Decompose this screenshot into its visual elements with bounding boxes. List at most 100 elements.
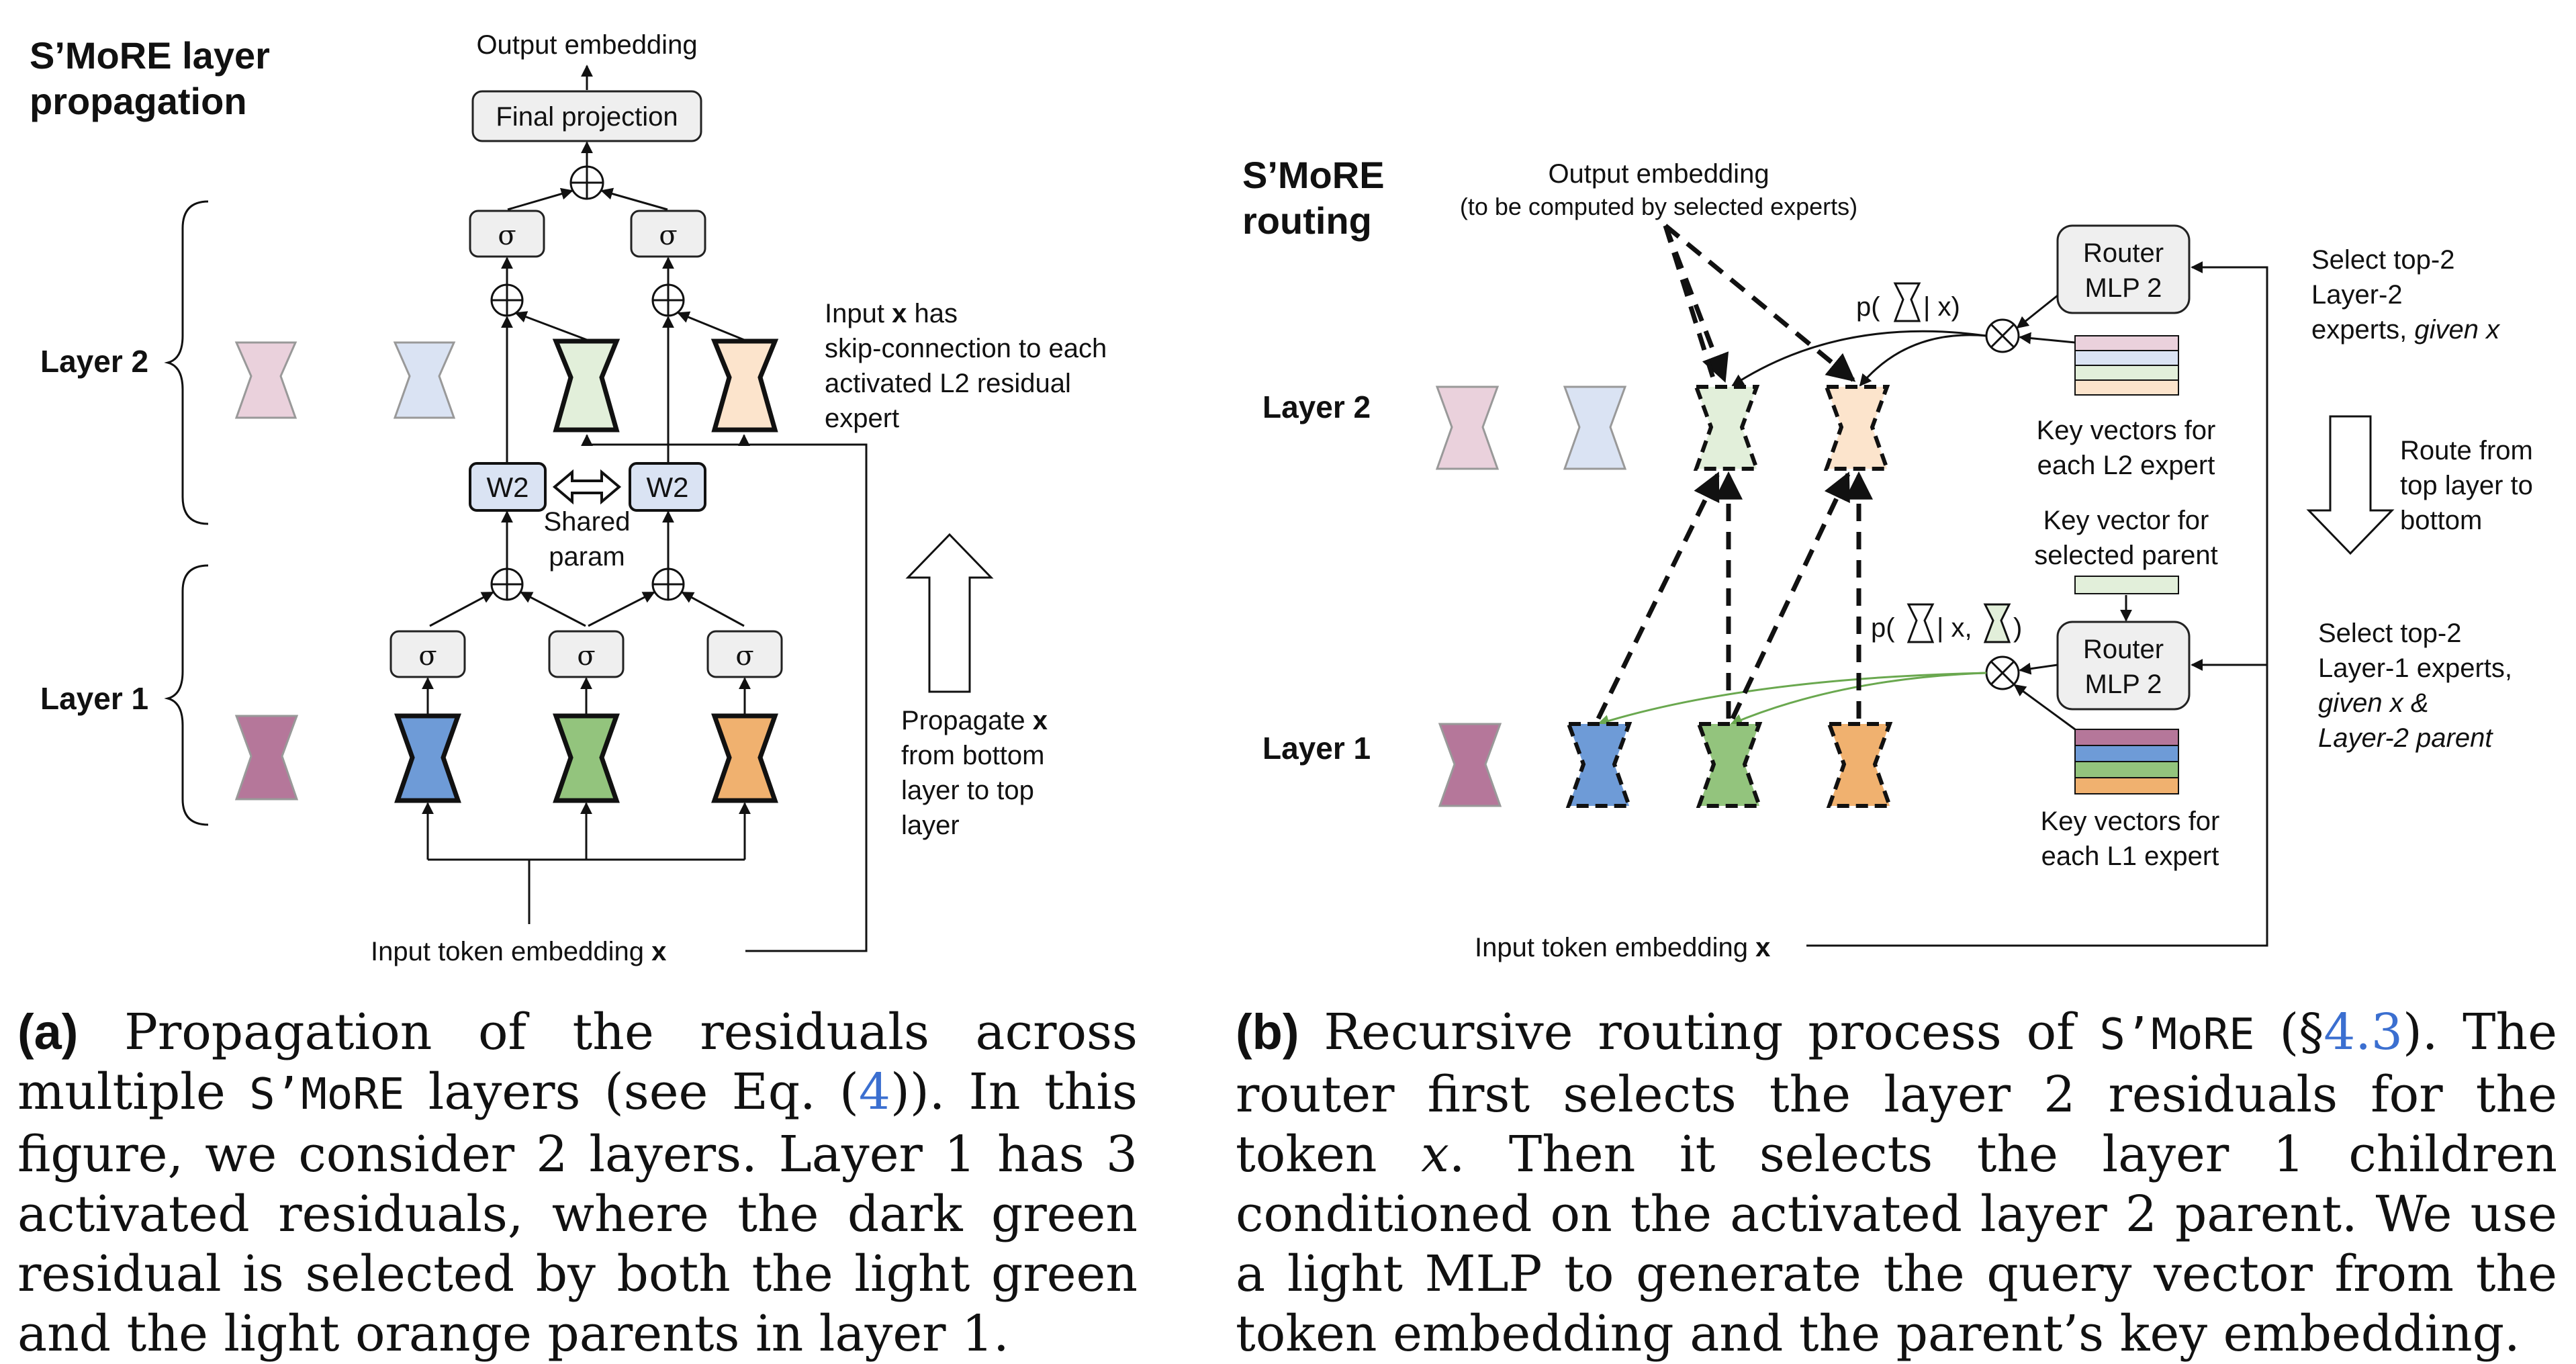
caption-b-text1: Recursive routing process of	[1324, 1003, 2075, 1061]
panel-a-title-line2: propagation	[30, 80, 247, 122]
output-embedding-label: Output embedding	[476, 30, 697, 60]
caption-a-text1: Propagation of the residuals across mult…	[17, 1003, 1138, 1121]
caption-a: (a) Propagation of the residuals across …	[17, 1002, 1138, 1364]
skip-connection-line	[581, 434, 868, 952]
layer1-brace	[164, 564, 209, 826]
panel-a-title-line1: S’MoRE layer	[30, 34, 270, 77]
layer2-brace	[164, 200, 209, 525]
router-bottom-line2: MLP 2	[2085, 670, 2162, 699]
l1-expert-orange-icon	[711, 713, 778, 803]
select-top2-line3: experts, given x	[2311, 315, 2501, 345]
select-top2-line2: Layer-2	[2311, 280, 2403, 310]
b-l1-expert-blue-icon	[1565, 722, 1632, 808]
b-l1-expert-orange-icon	[1826, 722, 1893, 808]
caption-b-section-link[interactable]: 4.3	[2324, 1003, 2403, 1061]
oplus-top	[569, 165, 604, 200]
l2-expert-orange-icon	[710, 338, 779, 433]
router-bottom-line1: Router	[2083, 635, 2164, 664]
oplus-l1-left	[490, 567, 524, 601]
key-parent-vector-icon	[2074, 576, 2179, 594]
sigma-l1-blue: σ	[418, 641, 436, 672]
panel-a: S’MoRE layer propagation Output embeddin…	[30, 30, 1107, 966]
key-l2-line2: each L2 expert	[2037, 451, 2215, 480]
output-embedding-b-sub: (to be computed by selected experts)	[1460, 193, 1857, 220]
p-top-close: | x)	[1923, 292, 1960, 322]
router-top-line2: MLP 2	[2085, 273, 2162, 303]
p-bottom-mid: | x,	[1937, 613, 1972, 643]
oplus-l1-right	[651, 567, 685, 601]
output-embedding-b: Output embedding	[1548, 159, 1769, 189]
select-l1-line1: Select top-2	[2318, 619, 2461, 648]
skip-note-line1: Input x has	[825, 299, 958, 328]
caption-a-text2: layers (see Eq. (	[428, 1063, 859, 1121]
p-bottom-expert-icon	[1906, 603, 1935, 643]
router-top-line1: Router	[2083, 238, 2164, 268]
b-l2-expert-blue-icon	[1563, 385, 1627, 470]
l1-expert-blue-icon	[394, 713, 461, 803]
caption-b-text2: (§	[2279, 1003, 2324, 1061]
propagate-line2: from bottom	[901, 741, 1044, 770]
caption-a-eq-link[interactable]: 4	[858, 1063, 890, 1121]
key-vectors-l1-icon	[2074, 729, 2179, 794]
route-down-arrow-icon	[2306, 415, 2395, 555]
panel-b-title-line2: routing	[1242, 199, 1372, 242]
layer1-label-a: Layer 1	[40, 681, 148, 716]
caption-b-tag: (b)	[1236, 1004, 1299, 1060]
l2-expert-blue-icon	[393, 341, 456, 419]
p-bottom-parent-icon	[1983, 603, 2011, 643]
select-l1-line3: given x &	[2318, 688, 2429, 718]
caption-b-mono: S’MoRE	[2099, 1010, 2255, 1060]
key-vectors-l2-icon	[2074, 335, 2179, 396]
p-top-open: p(	[1856, 292, 1880, 322]
propagate-line4: layer	[901, 811, 960, 840]
final-projection-label: Final projection	[496, 102, 678, 132]
router-mlp-top-box	[2056, 224, 2191, 314]
panel-b: S’MoRE routing Output embedding (to be c…	[1242, 154, 2533, 962]
input-token-embedding-a: Input token embedding x	[371, 937, 666, 966]
final-projection-box	[471, 90, 702, 142]
sigma-box-l2-right	[630, 210, 706, 258]
shared-param-line1: Shared	[544, 507, 631, 537]
otimes-top-icon	[1985, 318, 2020, 353]
p-top-expert-icon	[1893, 282, 1921, 322]
sigma-l2-left: σ	[498, 220, 516, 251]
w2-box-right	[629, 462, 706, 512]
caption-a-text3: )). In this figure, we consider 2 layers…	[17, 1063, 1138, 1363]
sigma-l1-green: σ	[577, 641, 595, 672]
w2-box-left	[469, 462, 547, 512]
select-top2-line1: Select top-2	[2311, 245, 2454, 275]
skip-note-line4: expert	[825, 404, 899, 433]
caption-a-mono: S’MoRE	[249, 1070, 405, 1120]
b-l2-expert-orange-icon	[1823, 385, 1890, 471]
select-l1-line4: Layer-2 parent	[2318, 723, 2493, 753]
key-parent-line1: Key vector for	[2043, 506, 2209, 535]
w2-left: W2	[487, 471, 529, 503]
caption-b-x: x	[1421, 1126, 1449, 1183]
l2-expert-green-icon	[552, 338, 620, 433]
input-token-embedding-b: Input token embedding x	[1475, 933, 1770, 962]
key-l1-line1: Key vectors for	[2041, 807, 2220, 836]
key-l2-line1: Key vectors for	[2037, 416, 2216, 445]
route-line3: bottom	[2400, 506, 2482, 535]
shared-param-arrow-icon	[552, 469, 622, 505]
sigma-box-l2-left	[469, 210, 545, 258]
sigma-box-l1-blue	[389, 630, 466, 678]
panel-b-title-line1: S’MoRE	[1242, 154, 1385, 196]
w2-right: W2	[647, 471, 689, 503]
key-parent-line2: selected parent	[2034, 541, 2218, 570]
skip-note-line3: activated L2 residual	[825, 369, 1071, 398]
shared-param-line2: param	[549, 542, 625, 572]
sigma-box-l1-orange	[706, 630, 783, 678]
skip-note-line2: skip-connection to each	[825, 334, 1107, 363]
sigma-l2-right: σ	[659, 220, 677, 251]
b-l1-expert-pink-icon	[1438, 723, 1502, 807]
layer1-label-b: Layer 1	[1262, 731, 1371, 766]
oplus-l2-right	[651, 283, 685, 317]
l1-expert-green-icon	[553, 713, 620, 803]
select-l1-line2: Layer-1 experts,	[2318, 653, 2512, 683]
oplus-l2-left	[490, 283, 524, 317]
key-l1-line2: each L1 expert	[2041, 842, 2219, 871]
propagate-line3: layer to top	[901, 776, 1034, 805]
route-line2: top layer to	[2400, 471, 2533, 500]
